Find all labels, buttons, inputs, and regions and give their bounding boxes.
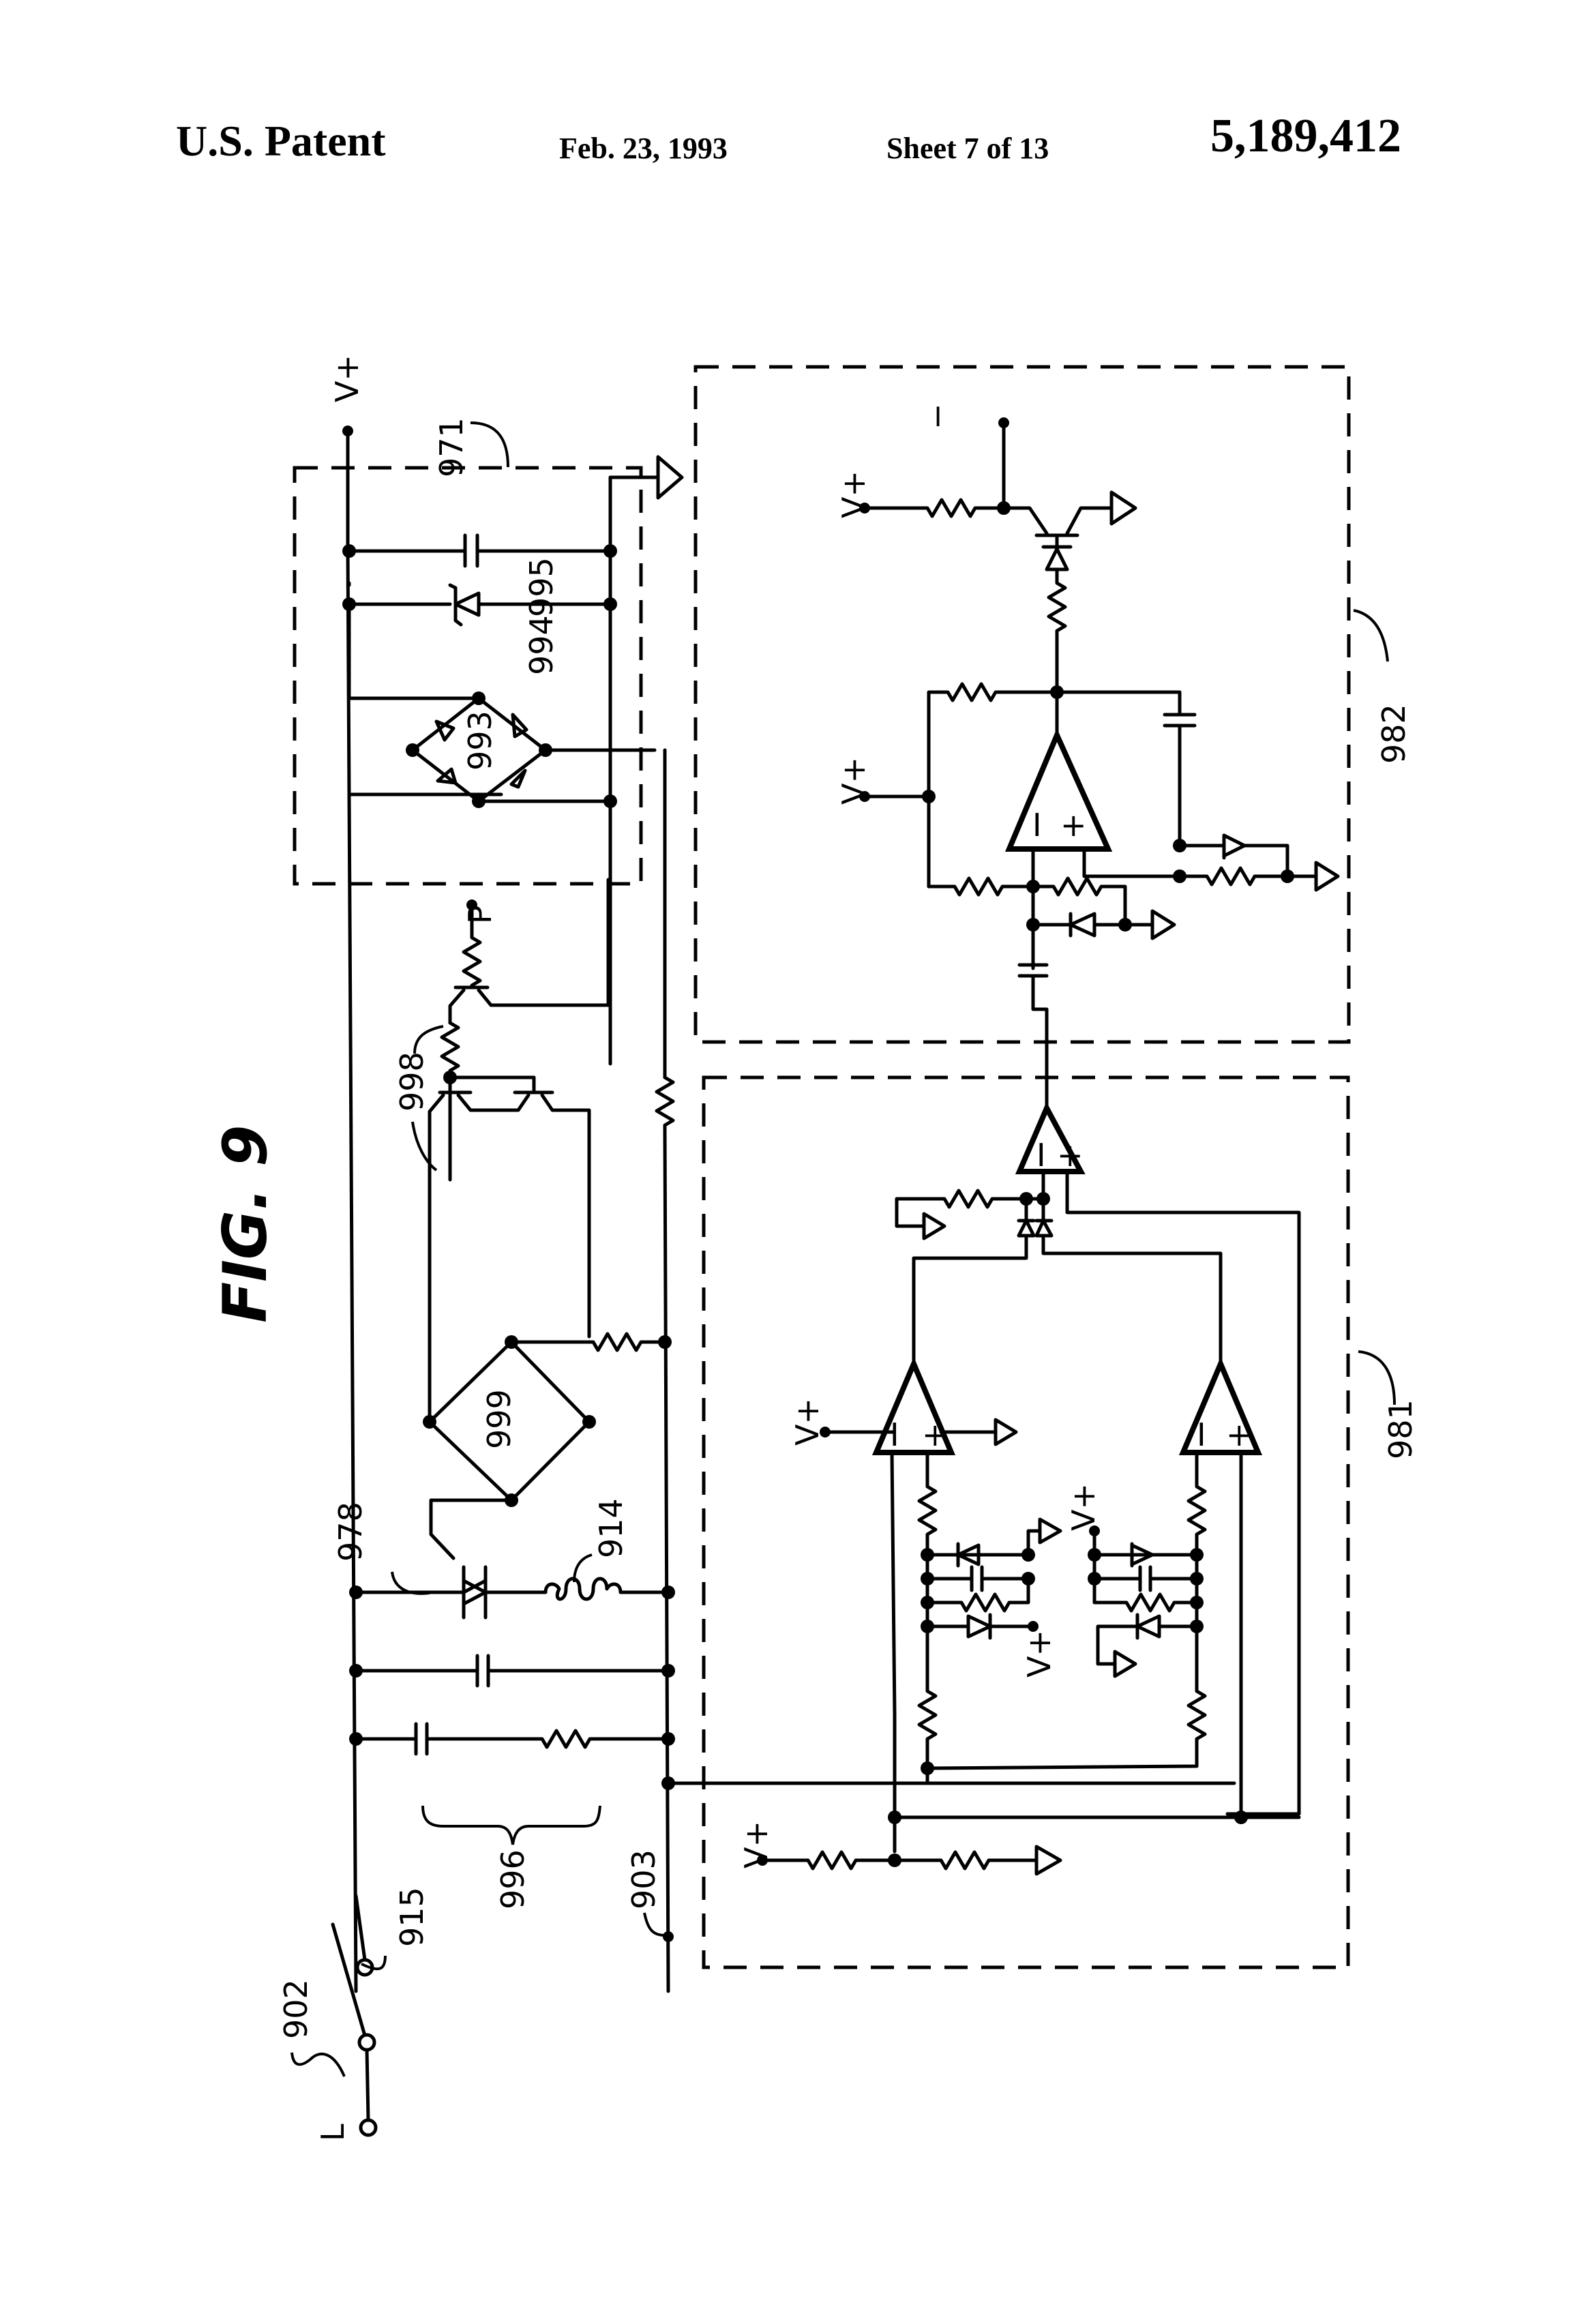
ground-icon — [1040, 1519, 1060, 1543]
switch-pivot — [359, 2035, 374, 2050]
ref-993: 993 — [462, 711, 498, 771]
leader-971 — [471, 423, 508, 467]
minus-label: − — [919, 403, 955, 430]
terminal-903 — [663, 1931, 674, 1942]
block-982: 982 − V+ I + V+ — [696, 367, 1412, 1105]
leader-998b — [413, 1122, 436, 1170]
opamp-inverting-sign: I — [1036, 1137, 1046, 1174]
ground-icon — [1111, 492, 1135, 524]
figure-title: FIG. 9 — [210, 1125, 280, 1323]
ground-icon — [1036, 1847, 1060, 1874]
ref-996: 996 — [494, 1849, 531, 1909]
diode-icon — [968, 1616, 990, 1637]
transistor-icon — [450, 990, 464, 1023]
ref-994: 994 — [523, 615, 560, 675]
opamp-inverting-sign: I — [1197, 1416, 1206, 1453]
ref-982: 982 — [1375, 704, 1412, 764]
ground-icon — [658, 457, 682, 498]
vplus-label: V+ — [1065, 1483, 1102, 1531]
ground-icon — [1316, 863, 1338, 890]
leader-982 — [1354, 610, 1388, 661]
vplus-label: V+ — [1021, 1630, 1058, 1678]
ref-999: 999 — [481, 1389, 518, 1449]
block-971: 971 V+ 995 994 993 — [295, 355, 682, 884]
transistor-icon — [1004, 508, 1047, 533]
brace-996 — [423, 1806, 600, 1845]
triac-icon — [464, 1567, 486, 1618]
opamp-inverting-sign: I — [890, 1416, 899, 1453]
opamp-noninverting-sign: + — [1057, 1137, 1084, 1174]
line-label: L — [314, 2124, 351, 2141]
opamp-noninverting-sign: + — [1060, 807, 1087, 844]
line-terminal-L — [361, 2120, 376, 2135]
diode-icon — [1137, 1616, 1159, 1637]
inductor-icon — [546, 1579, 621, 1599]
diode-icon — [1224, 835, 1244, 856]
block-981: 981 I + I + V+ I + — [704, 1077, 1419, 1967]
ref-903: 903 — [625, 1849, 662, 1909]
diode-icon — [1019, 1199, 1034, 1236]
vplus-label: V+ — [329, 355, 365, 402]
zener-diode-icon — [456, 593, 479, 615]
leader-998a — [415, 1026, 443, 1054]
ground-icon — [924, 1214, 944, 1238]
ref-995: 995 — [523, 557, 560, 617]
ref-971: 971 — [433, 417, 470, 477]
p-label: P — [462, 905, 498, 924]
opamp-noninverting-sign: + — [1226, 1416, 1253, 1453]
diode-icon — [1036, 1199, 1051, 1236]
block-982-boundary — [696, 367, 1349, 1042]
ref-915: 915 — [393, 1887, 430, 1947]
ref-978: 978 — [332, 1502, 369, 1562]
main-power-section: P 998 999 978 — [278, 750, 1234, 2141]
opamp-982 — [1009, 735, 1108, 849]
ref-914: 914 — [593, 1498, 629, 1558]
ground-icon — [1152, 911, 1174, 938]
ref-902: 902 — [278, 1979, 314, 2039]
ground-icon — [996, 1420, 1016, 1444]
ref-998: 998 — [393, 1052, 430, 1112]
diode-icon — [1043, 535, 1071, 569]
ref-981: 981 — [1382, 1399, 1419, 1459]
leader-903 — [644, 1913, 665, 1935]
opamp-inverting-sign: I — [1032, 807, 1042, 844]
leader-978 — [392, 1572, 430, 1594]
leader-981 — [1358, 1352, 1394, 1405]
diode-icon — [1071, 914, 1094, 936]
ground-icon — [1115, 1652, 1135, 1676]
opamp-noninverting-sign: + — [922, 1416, 949, 1453]
leader-902 — [292, 2053, 344, 2076]
leader-914 — [574, 1555, 592, 1582]
vplus-label: V+ — [789, 1398, 826, 1446]
